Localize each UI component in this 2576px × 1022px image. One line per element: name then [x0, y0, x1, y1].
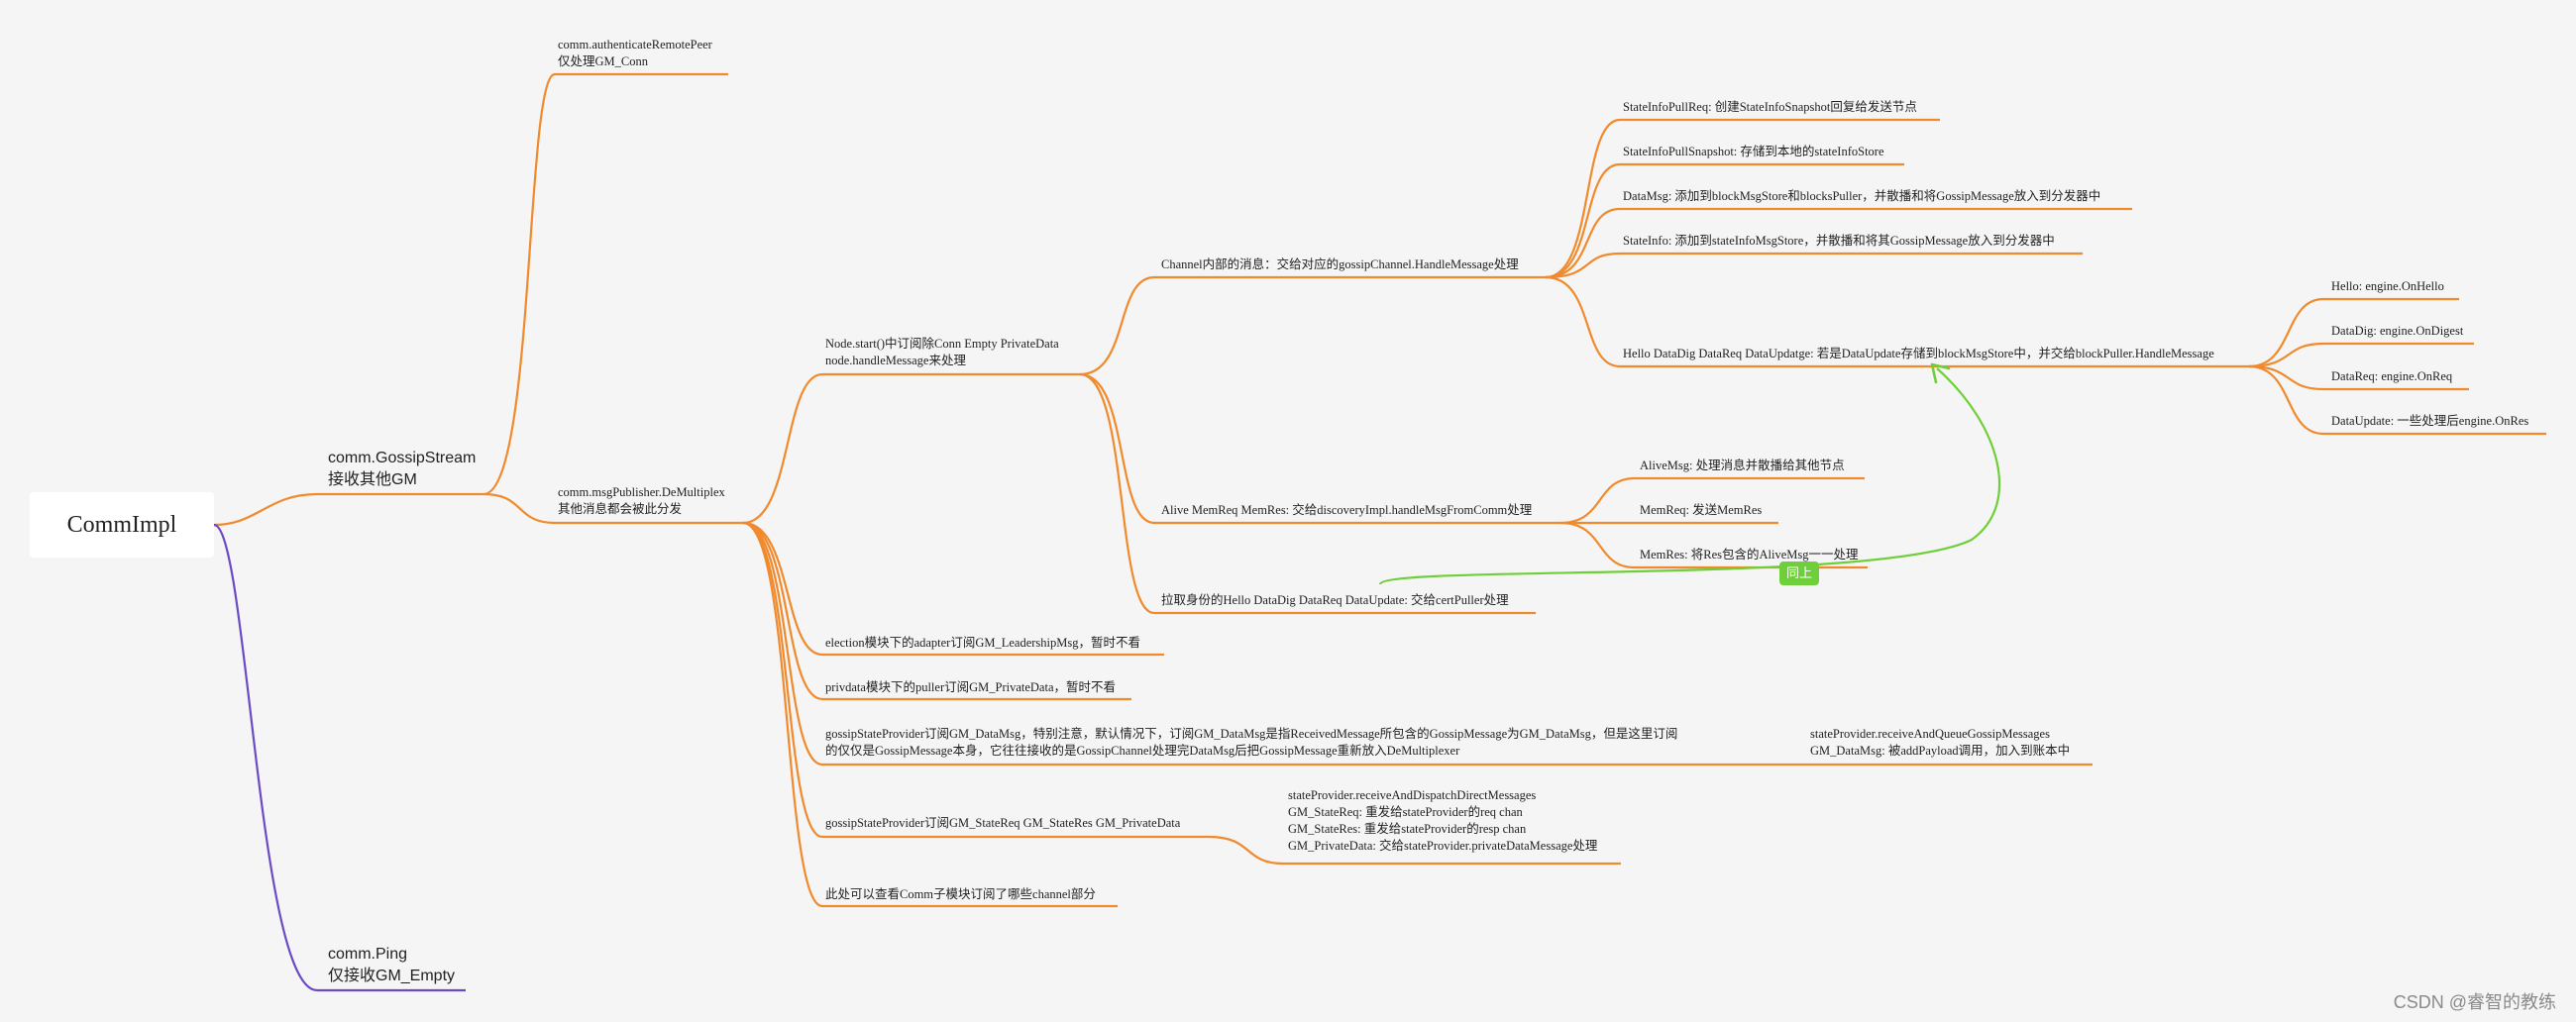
- edge-alive-2: [1559, 521, 1868, 569]
- node-demultiplex-line1: comm.msgPublisher.DeMultiplex: [558, 485, 725, 499]
- edge-alive-0: [1559, 476, 1865, 525]
- node-node-start[interactable]: Node.start()中订阅除Conn Empty PrivateData n…: [825, 336, 1059, 369]
- node-engine-item[interactable]: DataDig: engine.OnDigest: [2331, 324, 2464, 338]
- node-state-req-child-line2: GM_StateReq: 重发给stateProvider的req chan: [1288, 805, 1523, 819]
- node-state-datamsg-child-line2: GM_DataMsg: 被addPayload调用，加入到账本中: [1810, 744, 2071, 758]
- node-authenticate-line1: comm.authenticateRemotePeer: [558, 38, 712, 51]
- edge-channel-c4: [1545, 275, 2249, 368]
- edge-demux-commview: [742, 521, 1118, 908]
- node-ping[interactable]: comm.Ping 仅接收GM_Empty: [328, 944, 455, 987]
- node-engine-item[interactable]: DataReq: engine.OnReq: [2331, 369, 2453, 383]
- node-engine-item[interactable]: DataUpdate: 一些处理后engine.OnRes: [2331, 414, 2529, 428]
- edge-nodestart-channel: [1079, 275, 1546, 376]
- node-state-req-child[interactable]: stateProvider.receiveAndDispatchDirectMe…: [1288, 787, 1597, 855]
- edge-engine-2: [2248, 364, 2469, 391]
- edge-demux-statereq: [742, 521, 1209, 839]
- edge-engine-1: [2248, 342, 2474, 368]
- arrowhead-icon: [1930, 362, 1951, 384]
- node-engine-item[interactable]: Hello: engine.OnHello: [2331, 279, 2444, 293]
- edge-root-gossipstream: [213, 492, 483, 527]
- edge-engine-0: [2248, 297, 2459, 368]
- same-as-above-badge[interactable]: 同上: [1779, 562, 1819, 585]
- root-node[interactable]: CommImpl: [30, 492, 214, 558]
- node-election[interactable]: election模块下的adapter订阅GM_LeadershipMsg，暂时…: [825, 636, 1140, 650]
- node-state-datamsg[interactable]: gossipStateProvider订阅GM_DataMsg，特别注意，默认情…: [825, 726, 1677, 760]
- edge-nodestart-alive: [1079, 372, 1560, 525]
- node-gossip-stream-line1: comm.GossipStream: [328, 450, 477, 466]
- edge-channel-c1: [1545, 162, 1904, 279]
- node-demultiplex-line2: 其他消息都会被此分发: [558, 502, 683, 516]
- node-channel-child[interactable]: StateInfo: 添加到stateInfoMsgStore，并散播和将其Go…: [1623, 234, 2055, 248]
- edge-channel-c2: [1545, 207, 2132, 279]
- edge-demux-statedatamsg: [742, 521, 1729, 766]
- edge-channel-c0: [1545, 118, 1940, 279]
- node-demultiplex[interactable]: comm.msgPublisher.DeMultiplex 其他消息都会被此分发: [558, 484, 725, 518]
- node-ping-line1: comm.Ping: [328, 946, 408, 963]
- node-state-datamsg-child[interactable]: stateProvider.receiveAndQueueGossipMessa…: [1810, 726, 2070, 760]
- node-identity[interactable]: 拉取身份的Hello DataDig DataReq DataUpdate: 交…: [1161, 593, 1509, 607]
- node-channel-child[interactable]: StateInfoPullReq: 创建StateInfoSnapshot回复给…: [1623, 100, 1917, 114]
- node-state-datamsg-child-line1: stateProvider.receiveAndQueueGossipMessa…: [1810, 727, 2050, 741]
- node-alive[interactable]: Alive MemReq MemRes: 交给discoveryImpl.han…: [1161, 503, 1533, 517]
- edge-engine-3: [2248, 364, 2546, 436]
- node-state-req-child-line1: stateProvider.receiveAndDispatchDirectMe…: [1288, 788, 1537, 802]
- edge-demux-privdata: [742, 521, 1131, 701]
- node-channel-msgs[interactable]: Channel内部的消息：交给对应的gossipChannel.HandleMe…: [1161, 257, 1519, 271]
- edge-channel-c3: [1545, 252, 2083, 279]
- edge-gossipstream-demux: [483, 492, 743, 525]
- node-state-datamsg-line2: 的仅仅是GossipMessage本身，它往往接收的是GossipChannel…: [825, 744, 1460, 758]
- node-state-req[interactable]: gossipStateProvider订阅GM_StateReq GM_Stat…: [825, 816, 1181, 830]
- node-alive-child[interactable]: AliveMsg: 处理消息并散播给其他节点: [1640, 459, 1845, 472]
- node-alive-child[interactable]: MemRes: 将Res包含的AliveMsg一一处理: [1640, 548, 1859, 562]
- node-node-start-line1: Node.start()中订阅除Conn Empty PrivateData: [825, 337, 1059, 351]
- edge-statereq-child: [1208, 835, 1621, 866]
- edge-same-relation: [1378, 367, 2001, 586]
- node-authenticate-line2: 仅处理GM_Conn: [558, 54, 648, 68]
- node-channel-child[interactable]: DataMsg: 添加到blockMsgStore和blocksPuller，并…: [1623, 189, 2101, 203]
- watermark: CSDN @睿智的教练: [2393, 992, 2556, 1012]
- node-gossip-stream-line2: 接收其他GM: [328, 471, 417, 488]
- node-comm-view[interactable]: 此处可以查看Comm子模块订阅了哪些channel部分: [825, 887, 1096, 901]
- node-gossip-stream[interactable]: comm.GossipStream 接收其他GM: [328, 448, 476, 491]
- node-privdata[interactable]: privdata模块下的puller订阅GM_PrivateData，暂时不看: [825, 680, 1117, 694]
- edge-demux-election: [742, 521, 1164, 657]
- node-alive-child[interactable]: MemReq: 发送MemRes: [1640, 503, 1763, 517]
- edge-demux-nodestart: [742, 372, 1080, 525]
- node-state-req-child-line3: GM_StateRes: 重发给stateProvider的resp chan: [1288, 822, 1527, 836]
- edge-gossipstream-auth: [483, 72, 728, 496]
- edge-nodestart-identity: [1079, 372, 1536, 615]
- node-state-req-child-line4: GM_PrivateData: 交给stateProvider.privateD…: [1288, 839, 1598, 853]
- node-channel-child[interactable]: StateInfoPullSnapshot: 存储到本地的stateInfoSt…: [1623, 145, 1884, 158]
- node-channel-child[interactable]: Hello DataDig DataReq DataUpdatge: 若是Dat…: [1623, 347, 2214, 360]
- node-state-datamsg-line1: gossipStateProvider订阅GM_DataMsg，特别注意，默认情…: [825, 727, 1678, 741]
- node-authenticate[interactable]: comm.authenticateRemotePeer 仅处理GM_Conn: [558, 37, 712, 70]
- edge-root-ping: [213, 523, 466, 992]
- node-ping-line2: 仅接收GM_Empty: [328, 968, 456, 984]
- node-node-start-line2: node.handleMessage来处理: [825, 354, 966, 367]
